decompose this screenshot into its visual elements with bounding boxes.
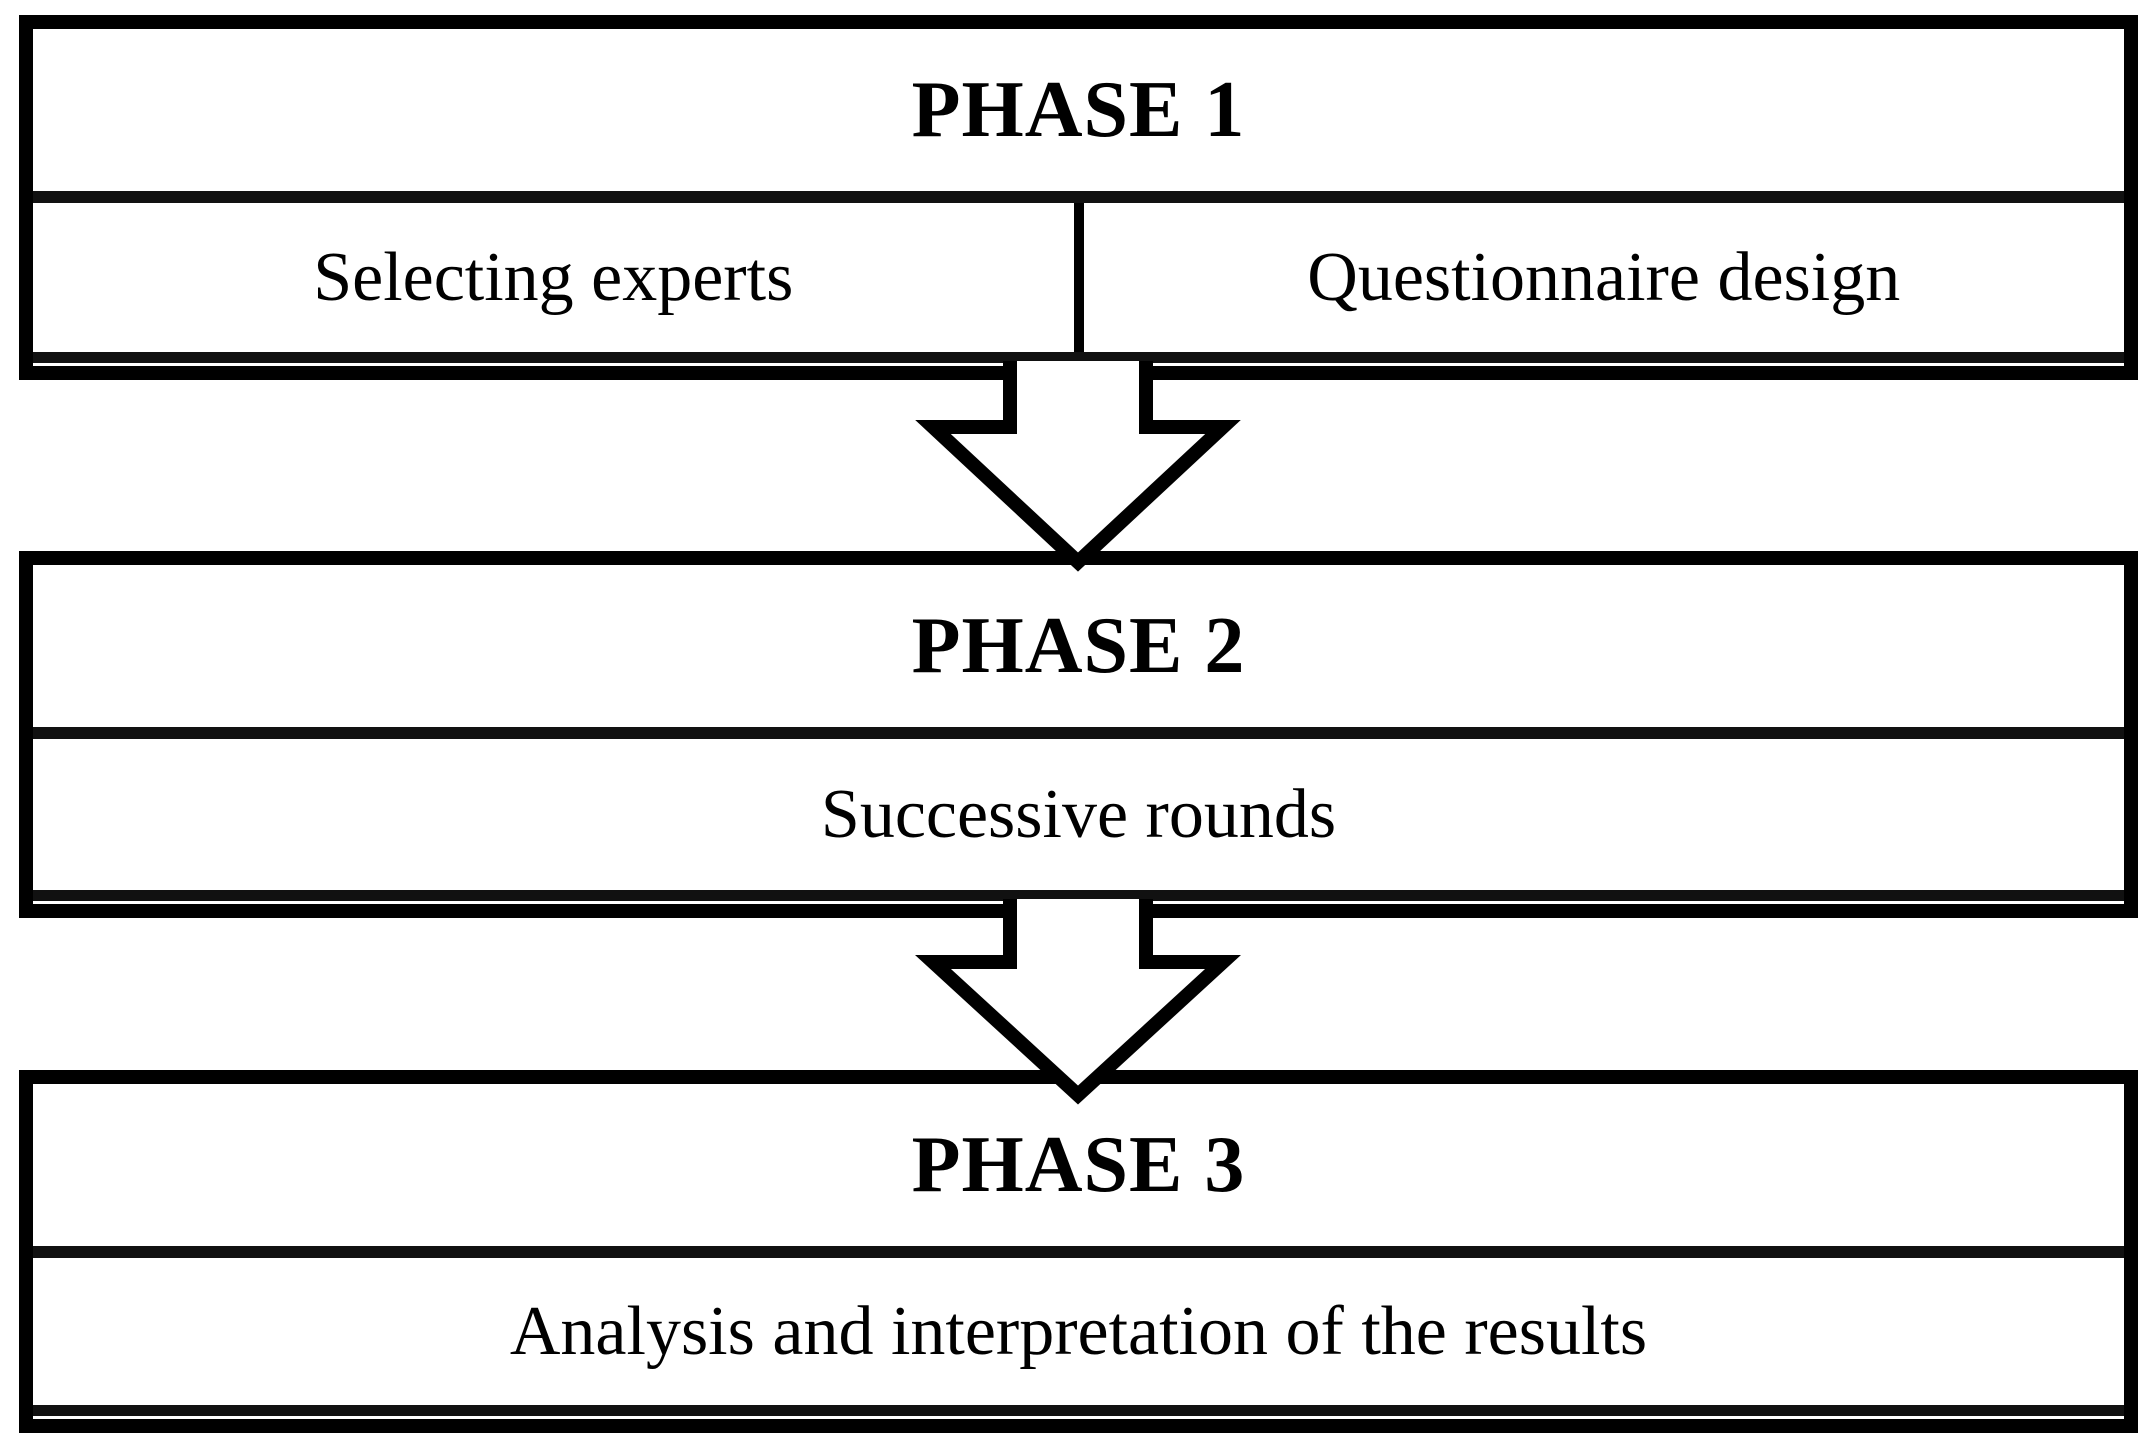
phase-1-cell-questionnaire-design: Questionnaire design <box>1073 203 2124 352</box>
phase-1-cell-selecting-experts: Selecting experts <box>33 203 1074 352</box>
phase-3-content-row: Analysis and interpretation of the resul… <box>33 1246 2124 1416</box>
phase-1-content-row: Selecting experts Questionnaire design <box>33 191 2124 363</box>
phase-2-box: PHASE 2 Successive rounds <box>19 551 2138 918</box>
down-arrow-icon <box>915 361 1241 572</box>
phase-2-cell-successive-rounds: Successive rounds <box>33 739 2124 890</box>
phase-1-box: PHASE 1 Selecting experts Questionnaire … <box>19 15 2138 380</box>
phase-2-title: PHASE 2 <box>33 565 2124 727</box>
phase-2-content-row: Successive rounds <box>33 727 2124 901</box>
phase-1-title: PHASE 1 <box>33 29 2124 191</box>
down-arrow-icon <box>915 899 1241 1105</box>
phase-3-box: PHASE 3 Analysis and interpretation of t… <box>19 1070 2138 1433</box>
phase-3-cell-analysis-results: Analysis and interpretation of the resul… <box>33 1258 2124 1405</box>
phase-3-title: PHASE 3 <box>33 1084 2124 1246</box>
